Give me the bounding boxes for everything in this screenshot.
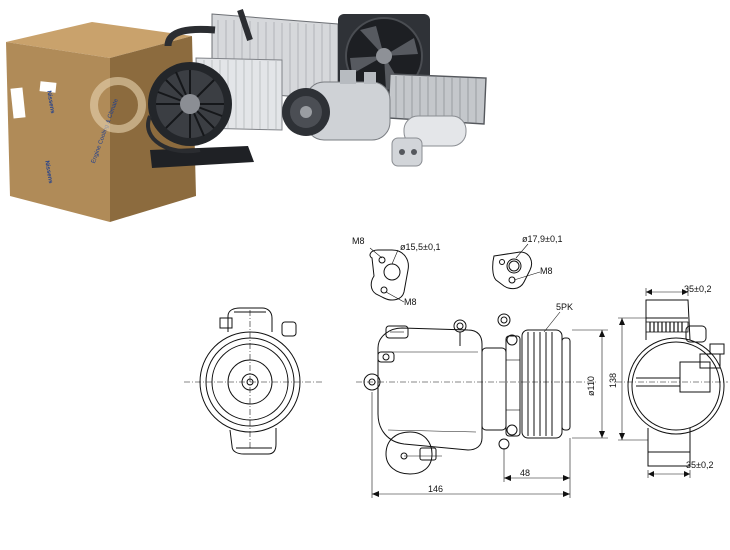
- compressor-part: [282, 70, 391, 141]
- body-length-label: 146: [428, 484, 443, 494]
- fitting-detail-right: ø17,9±0,1 M8: [492, 234, 562, 290]
- compressor-rear-view: 35±0,2 35±0,2 138: [608, 284, 728, 478]
- fitting-left-thread-label: M8: [352, 236, 365, 246]
- fitting-right-diameter-label: ø17,9±0,1: [522, 234, 562, 244]
- box-brand-label-lower: Nissens: [43, 160, 53, 184]
- receiver-drier-part: [391, 115, 467, 167]
- pulley-offset-label: 48: [520, 468, 530, 478]
- fitting-left-bolt-label: M8: [404, 297, 417, 307]
- top-ear-width-label: 35±0,2: [684, 284, 711, 294]
- product-photo: Nissens Nissens Engine Cooling & Climate: [6, 9, 487, 222]
- pulley-grooves-label: 5PK: [556, 302, 573, 312]
- compressor-front-view: [184, 307, 322, 455]
- blower-motor-part: [146, 62, 254, 168]
- fitting-left-diameter-label: ø15,5±0,1: [400, 242, 440, 252]
- fitting-right-thread-label: M8: [540, 266, 553, 276]
- compressor-side-view: 5PK ø110 48 146: [356, 302, 608, 498]
- cardboard-box: Nissens Nissens Engine Cooling & Climate: [6, 22, 196, 222]
- fitting-detail-left: M8 ø15,5±0,1 M8: [352, 236, 440, 307]
- pulley-diameter-label: ø110: [586, 376, 596, 396]
- bottom-ear-width-label: 35±0,2: [686, 460, 713, 470]
- box-brand-label: Nissens: [45, 90, 55, 114]
- height-label: 138: [608, 373, 618, 388]
